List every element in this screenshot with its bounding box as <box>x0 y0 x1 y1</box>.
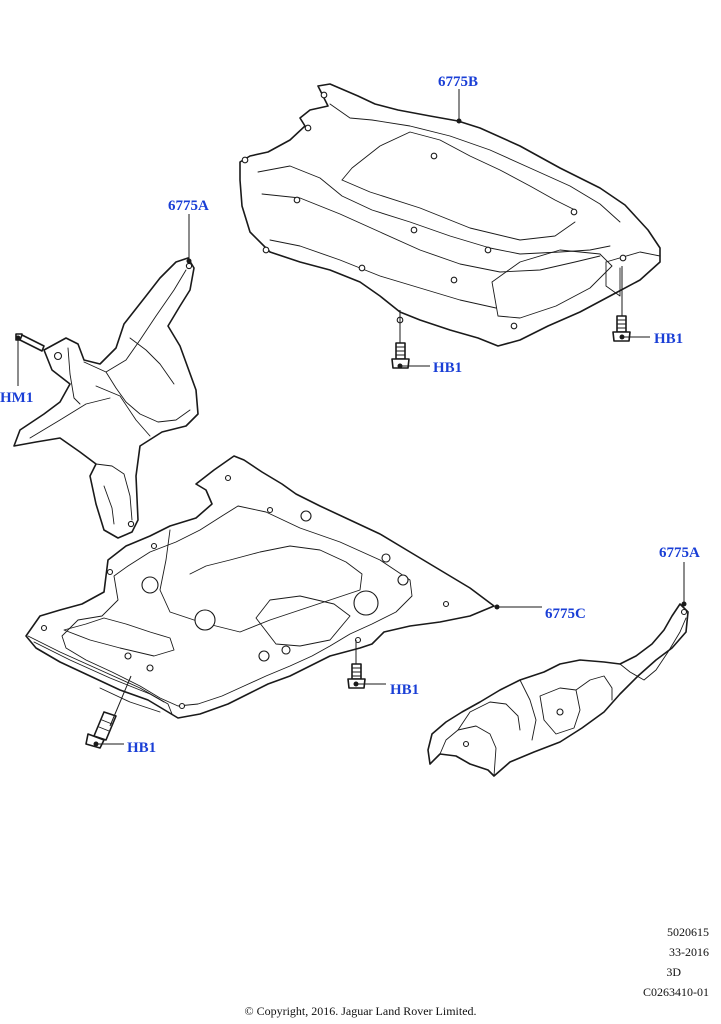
callout-6775b[interactable]: 6775B <box>438 74 478 90</box>
part-6775a-left-side-shield[interactable] <box>13 257 199 539</box>
callout-hm1[interactable]: HM1 <box>0 390 33 406</box>
reference-line-3: 3D <box>666 965 681 979</box>
callout-hb1-top-right[interactable]: HB1 <box>654 331 683 347</box>
callout-6775a-right[interactable]: 6775A <box>659 545 700 561</box>
callout-hb1-top-center[interactable]: HB1 <box>433 360 462 376</box>
reference-block: 5020615 33-2016 3D C0263410-01 <box>643 922 709 1002</box>
part-6775c-main-shield[interactable] <box>25 455 495 719</box>
reference-line-1: 5020615 <box>667 925 709 939</box>
copyright-notice: © Copyright, 2016. Jaguar Land Rover Lim… <box>244 1004 477 1018</box>
screw-hm1[interactable] <box>15 333 45 352</box>
part-6775a-right-side-shield[interactable] <box>427 603 689 777</box>
callout-hb1-center[interactable]: HB1 <box>390 682 419 698</box>
callout-6775a-left[interactable]: 6775A <box>168 198 209 214</box>
part-6775b-rear-shield[interactable] <box>239 83 661 347</box>
reference-line-4: C0263410-01 <box>643 985 709 999</box>
leader-lines <box>15 89 687 747</box>
callout-hb1-bottom-left[interactable]: HB1 <box>127 740 156 756</box>
callout-6775c[interactable]: 6775C <box>545 606 586 622</box>
reference-line-2: 33-2016 <box>669 945 709 959</box>
bolt-hb1-bottom-left[interactable] <box>85 711 117 749</box>
